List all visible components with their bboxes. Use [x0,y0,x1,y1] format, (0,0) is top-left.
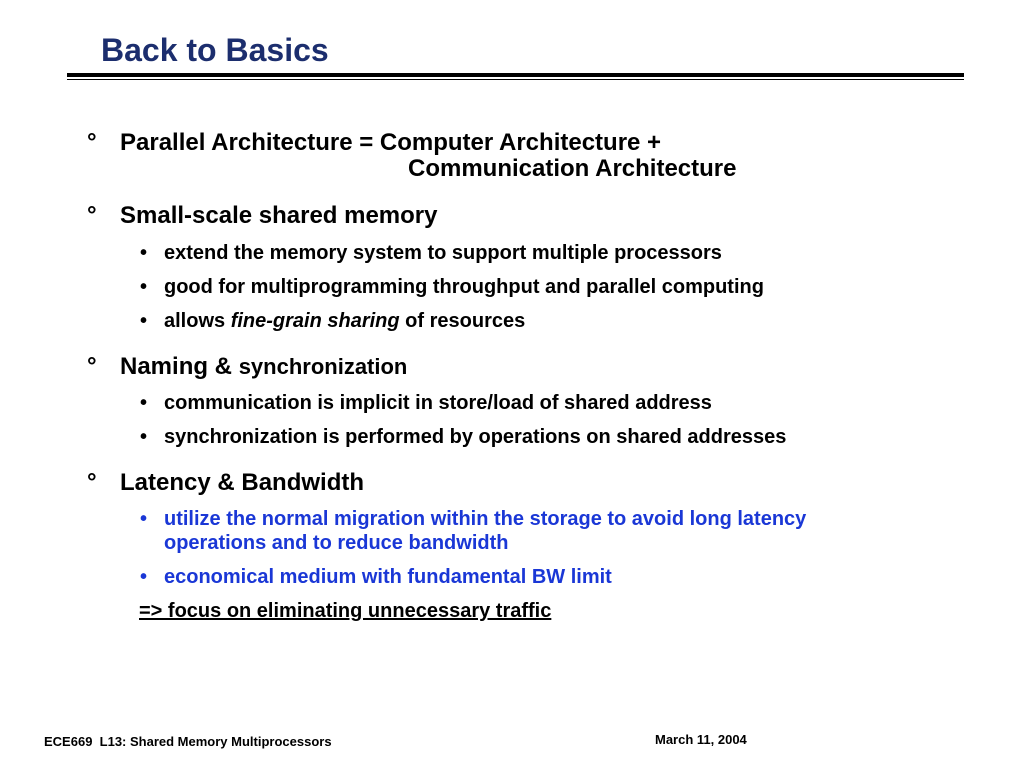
bullet-marker-4: ° [87,469,97,496]
sub-bullet-marker: • [140,426,148,448]
synchronization-text: synchronization [238,354,408,379]
bullet-parallel-architecture-line1: Parallel Architecture = Computer Archite… [120,129,662,156]
footer-date: March 11, 2004 [655,732,747,747]
fine-grain-sharing-emphasis: fine-grain sharing [230,310,400,332]
sub-bullet-communication-implicit: communication is implicit in store/load … [164,392,712,414]
sub-bullet-economical-medium: economical medium with fundamental BW li… [164,566,612,588]
bullet-marker-3: ° [87,353,97,380]
bullet-naming-synchronization: Naming & synchronization [120,353,407,381]
sub-bullet-utilize-migration-line1: utilize the normal migration within the … [164,508,807,530]
naming-text: Naming & [120,353,239,380]
bullet-marker-2: ° [87,202,97,229]
allows-before: allows [164,310,231,332]
sub-bullet-marker: • [140,508,148,530]
allows-after: of resources [399,310,526,332]
sub-bullet-marker: • [140,242,148,264]
title-rule-thick [67,73,964,77]
sub-bullet-marker: • [140,566,148,588]
bullet-latency-bandwidth: Latency & Bandwidth [120,469,365,496]
sub-bullet-allows-fine-grain: allows fine-grain sharing of resources [164,309,525,333]
bullet-parallel-architecture-line2: Communication Architecture [408,155,737,182]
title-rule-thin [67,79,964,80]
sub-bullet-utilize-migration-line2: operations and to reduce bandwidth [164,532,509,554]
bullet-marker-1: ° [87,129,97,156]
sub-bullet-marker: • [140,310,148,332]
bullet-small-scale-shared-memory: Small-scale shared memory [120,202,438,229]
sub-bullet-marker: • [140,276,148,298]
sub-bullet-marker: • [140,392,148,414]
slide-title: Back to Basics [101,32,329,68]
sub-bullet-multiprogramming: good for multiprogramming throughput and… [164,276,764,298]
sub-bullet-extend-memory: extend the memory system to support mult… [164,242,722,264]
sub-bullet-synchronization-operations: synchronization is performed by operatio… [164,426,787,448]
footer-course-label: ECE669 L13: Shared Memory Multiprocessor… [44,734,332,749]
conclusion-focus-traffic: => focus on eliminating unnecessary traf… [139,600,552,622]
